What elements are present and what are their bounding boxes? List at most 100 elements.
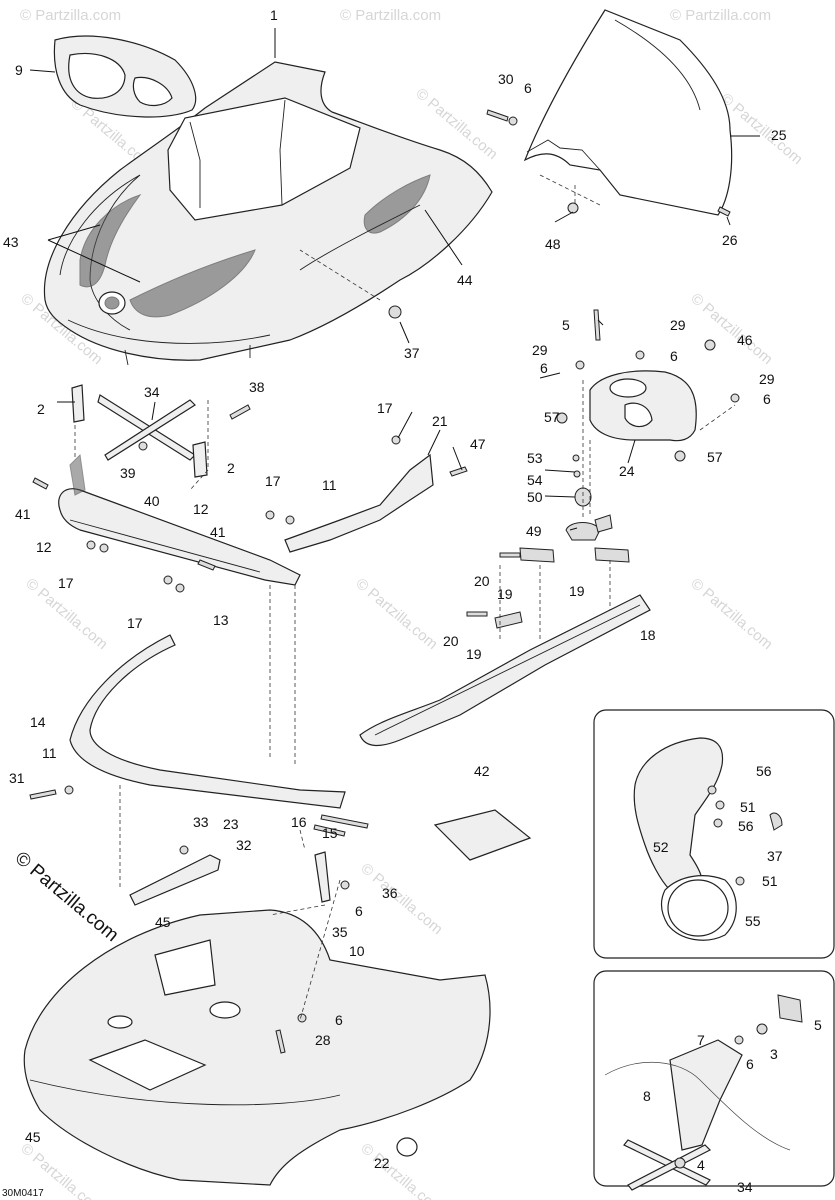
callout-label: 41: [15, 506, 31, 522]
callout-label: 53: [527, 450, 543, 466]
callout-label: 6: [355, 903, 363, 919]
callout-label: 43: [3, 234, 19, 250]
callout-label: 4: [697, 1157, 705, 1173]
leader-lines: [29, 28, 760, 531]
support-part: [314, 851, 331, 903]
callout-label: 6: [746, 1056, 754, 1072]
callout-label: 23: [223, 816, 239, 832]
watermark: © Partzilla.com: [357, 860, 445, 938]
callout-label: 48: [545, 236, 561, 252]
detail-box-1: [593, 709, 835, 959]
bottom-bracket-part: [129, 854, 221, 906]
label-part: [433, 809, 532, 861]
callout-label: 13: [213, 612, 229, 628]
callout-label: 57: [544, 409, 560, 425]
callout-label: 45: [155, 914, 171, 930]
callout-label: 6: [670, 348, 678, 364]
callout-label: 29: [759, 371, 775, 387]
callout-label: 25: [771, 127, 787, 143]
callout-label: 47: [470, 436, 486, 452]
assembly-lines: [74, 185, 736, 1021]
callout-label: 30: [498, 71, 514, 87]
callout-label: 34: [144, 384, 160, 400]
callout-label: 17: [377, 400, 393, 416]
callout-label: 55: [745, 913, 761, 929]
detail-box-2: [593, 970, 835, 1191]
callout-label: 26: [722, 232, 738, 248]
callout-label: 2: [227, 460, 235, 476]
windshield-part: [523, 9, 733, 216]
callout-label: 35: [332, 924, 348, 940]
callout-label: 11: [42, 745, 57, 761]
callout-label: 18: [640, 627, 656, 643]
callout-label: 12: [36, 539, 52, 555]
callout-label: 9: [15, 62, 23, 78]
callout-label: 17: [58, 575, 74, 591]
callout-label: 6: [763, 391, 771, 407]
diagram-reference-code: 30M0417: [2, 1188, 44, 1199]
callout-label: 19: [497, 586, 513, 602]
callout-label: 19: [569, 583, 585, 599]
watermark: © Partzilla.com: [20, 7, 121, 24]
watermark: © Partzilla.com: [687, 290, 775, 368]
callout-label: 34: [737, 1179, 753, 1195]
callout-label: 12: [193, 501, 209, 517]
callout-label: 33: [193, 814, 209, 830]
callout-label: 46: [737, 332, 753, 348]
callout-label: 39: [120, 465, 136, 481]
callout-label: 51: [740, 799, 756, 815]
front-bumper-part: [58, 453, 301, 586]
callout-label: 45: [25, 1129, 41, 1145]
callout-label: 8: [643, 1088, 651, 1104]
watermark: © Partzilla.com: [687, 575, 775, 653]
callout-label: 22: [374, 1155, 390, 1171]
rail-part: [359, 594, 651, 746]
callout-label: 41: [210, 524, 226, 540]
callout-label: 2: [37, 401, 45, 417]
callout-label: 17: [127, 615, 143, 631]
callout-labels: 1 2 2 3 4 5 5 6 6 6 6 6 6 6 7 8 9 10 11 …: [3, 7, 822, 1195]
callout-label: 6: [335, 1012, 343, 1028]
callout-label: 57: [707, 449, 723, 465]
callout-label: 5: [814, 1017, 822, 1033]
callout-label: 56: [738, 818, 754, 834]
callout-label: 49: [526, 523, 542, 539]
grommet-part: [565, 487, 613, 541]
bottom-pan-part: [23, 909, 491, 1186]
callout-label: 29: [670, 317, 686, 333]
callout-label: 16: [291, 814, 307, 830]
callout-label: 6: [540, 360, 548, 376]
callout-label: 21: [432, 413, 448, 429]
callout-label: 52: [653, 839, 669, 855]
callout-label: 44: [457, 272, 473, 288]
callout-label: 37: [404, 345, 420, 361]
callout-label: 7: [697, 1032, 705, 1048]
watermark: © Partzilla.com: [340, 7, 441, 24]
bumper-arc-part: [69, 634, 346, 809]
callout-label: 6: [524, 80, 532, 96]
callout-label: 50: [527, 489, 543, 505]
callout-label: 29: [532, 342, 548, 358]
callout-label: 24: [619, 463, 635, 479]
callout-label: 10: [349, 943, 365, 959]
bezel-part: [53, 35, 197, 118]
console-part: [589, 370, 697, 442]
strap-part: [97, 394, 196, 461]
callout-label: 3: [770, 1046, 778, 1062]
watermark: © Partzilla.com: [352, 575, 440, 653]
callout-label: 37: [767, 848, 783, 864]
callout-label: 5: [562, 317, 570, 333]
callout-label: 38: [249, 379, 265, 395]
callout-label: 14: [30, 714, 46, 730]
callout-label: 42: [474, 763, 490, 779]
callout-label: 19: [466, 646, 482, 662]
partzilla-watermark: © Partzilla.com: [11, 848, 123, 946]
callout-label: 40: [144, 493, 160, 509]
callout-label: 20: [474, 573, 490, 589]
callout-label: 17: [265, 473, 281, 489]
callout-label: 32: [236, 837, 252, 853]
hardware-set: [29, 109, 740, 1054]
watermark: © Partzilla.com: [670, 7, 771, 24]
callout-label: 11: [322, 477, 337, 493]
